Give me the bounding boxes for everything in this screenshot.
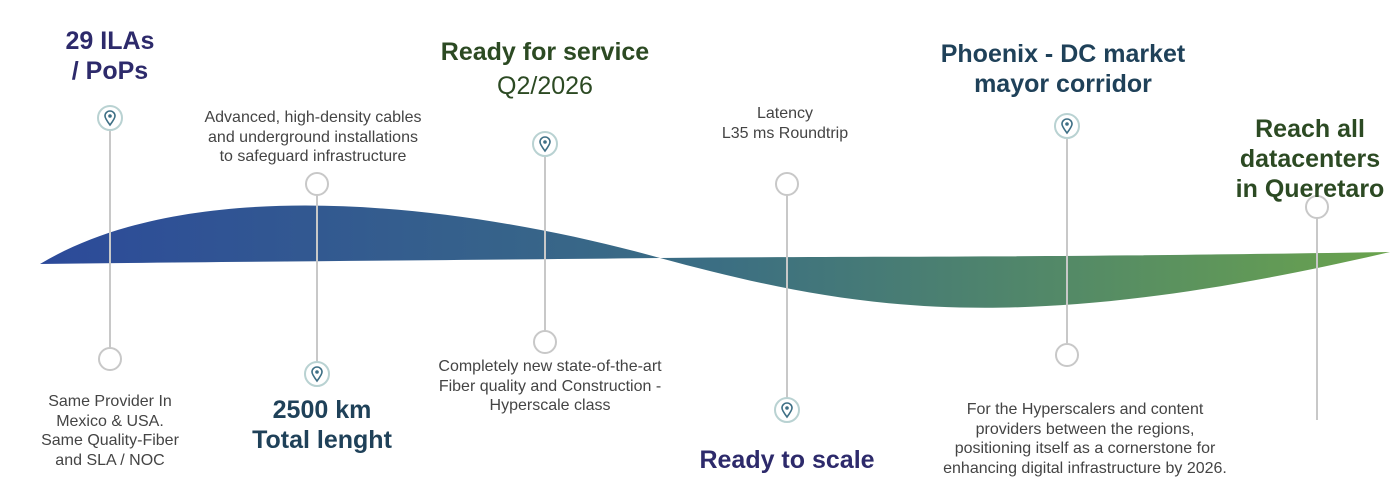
location-pin-icon — [532, 131, 558, 157]
connector-lines — [109, 130, 1318, 420]
ring-marker — [305, 172, 329, 196]
location-pin-icon — [774, 397, 800, 423]
ring-markers — [98, 172, 1329, 371]
ilas-title: 29 ILAs / PoPs — [65, 27, 155, 85]
ring-marker — [1305, 195, 1329, 219]
distance-title: 2500 km Total lenght — [252, 396, 392, 454]
provider-description: Same Provider In Mexico & USA. Same Qual… — [41, 393, 179, 469]
ready-service-title: Ready for service — [440, 38, 650, 66]
latency-description: Latency L35 ms Roundtrip — [721, 105, 849, 142]
ring-marker — [98, 347, 122, 371]
phoenix-title: Phoenix - DC market mayor corridor — [940, 40, 1186, 98]
hyperscalers-description: For the Hyperscalers and content provide… — [943, 401, 1227, 477]
location-pin-icon — [304, 361, 330, 387]
location-pin-icon — [97, 105, 123, 131]
cables-description: Advanced, high-density cables and underg… — [204, 109, 422, 165]
ready-service-date: Q2/2026 — [497, 72, 593, 100]
wave-ribbon — [40, 205, 1390, 308]
location-pin-icon — [1054, 113, 1080, 139]
reach-title: Reach all datacenters in Queretaro — [1235, 115, 1385, 203]
ring-marker — [775, 172, 799, 196]
construction-description: Completely new state-of-the-art Fiber qu… — [438, 358, 662, 414]
scale-title: Ready to scale — [699, 446, 875, 474]
ring-marker — [1055, 343, 1079, 367]
ring-marker — [533, 330, 557, 354]
